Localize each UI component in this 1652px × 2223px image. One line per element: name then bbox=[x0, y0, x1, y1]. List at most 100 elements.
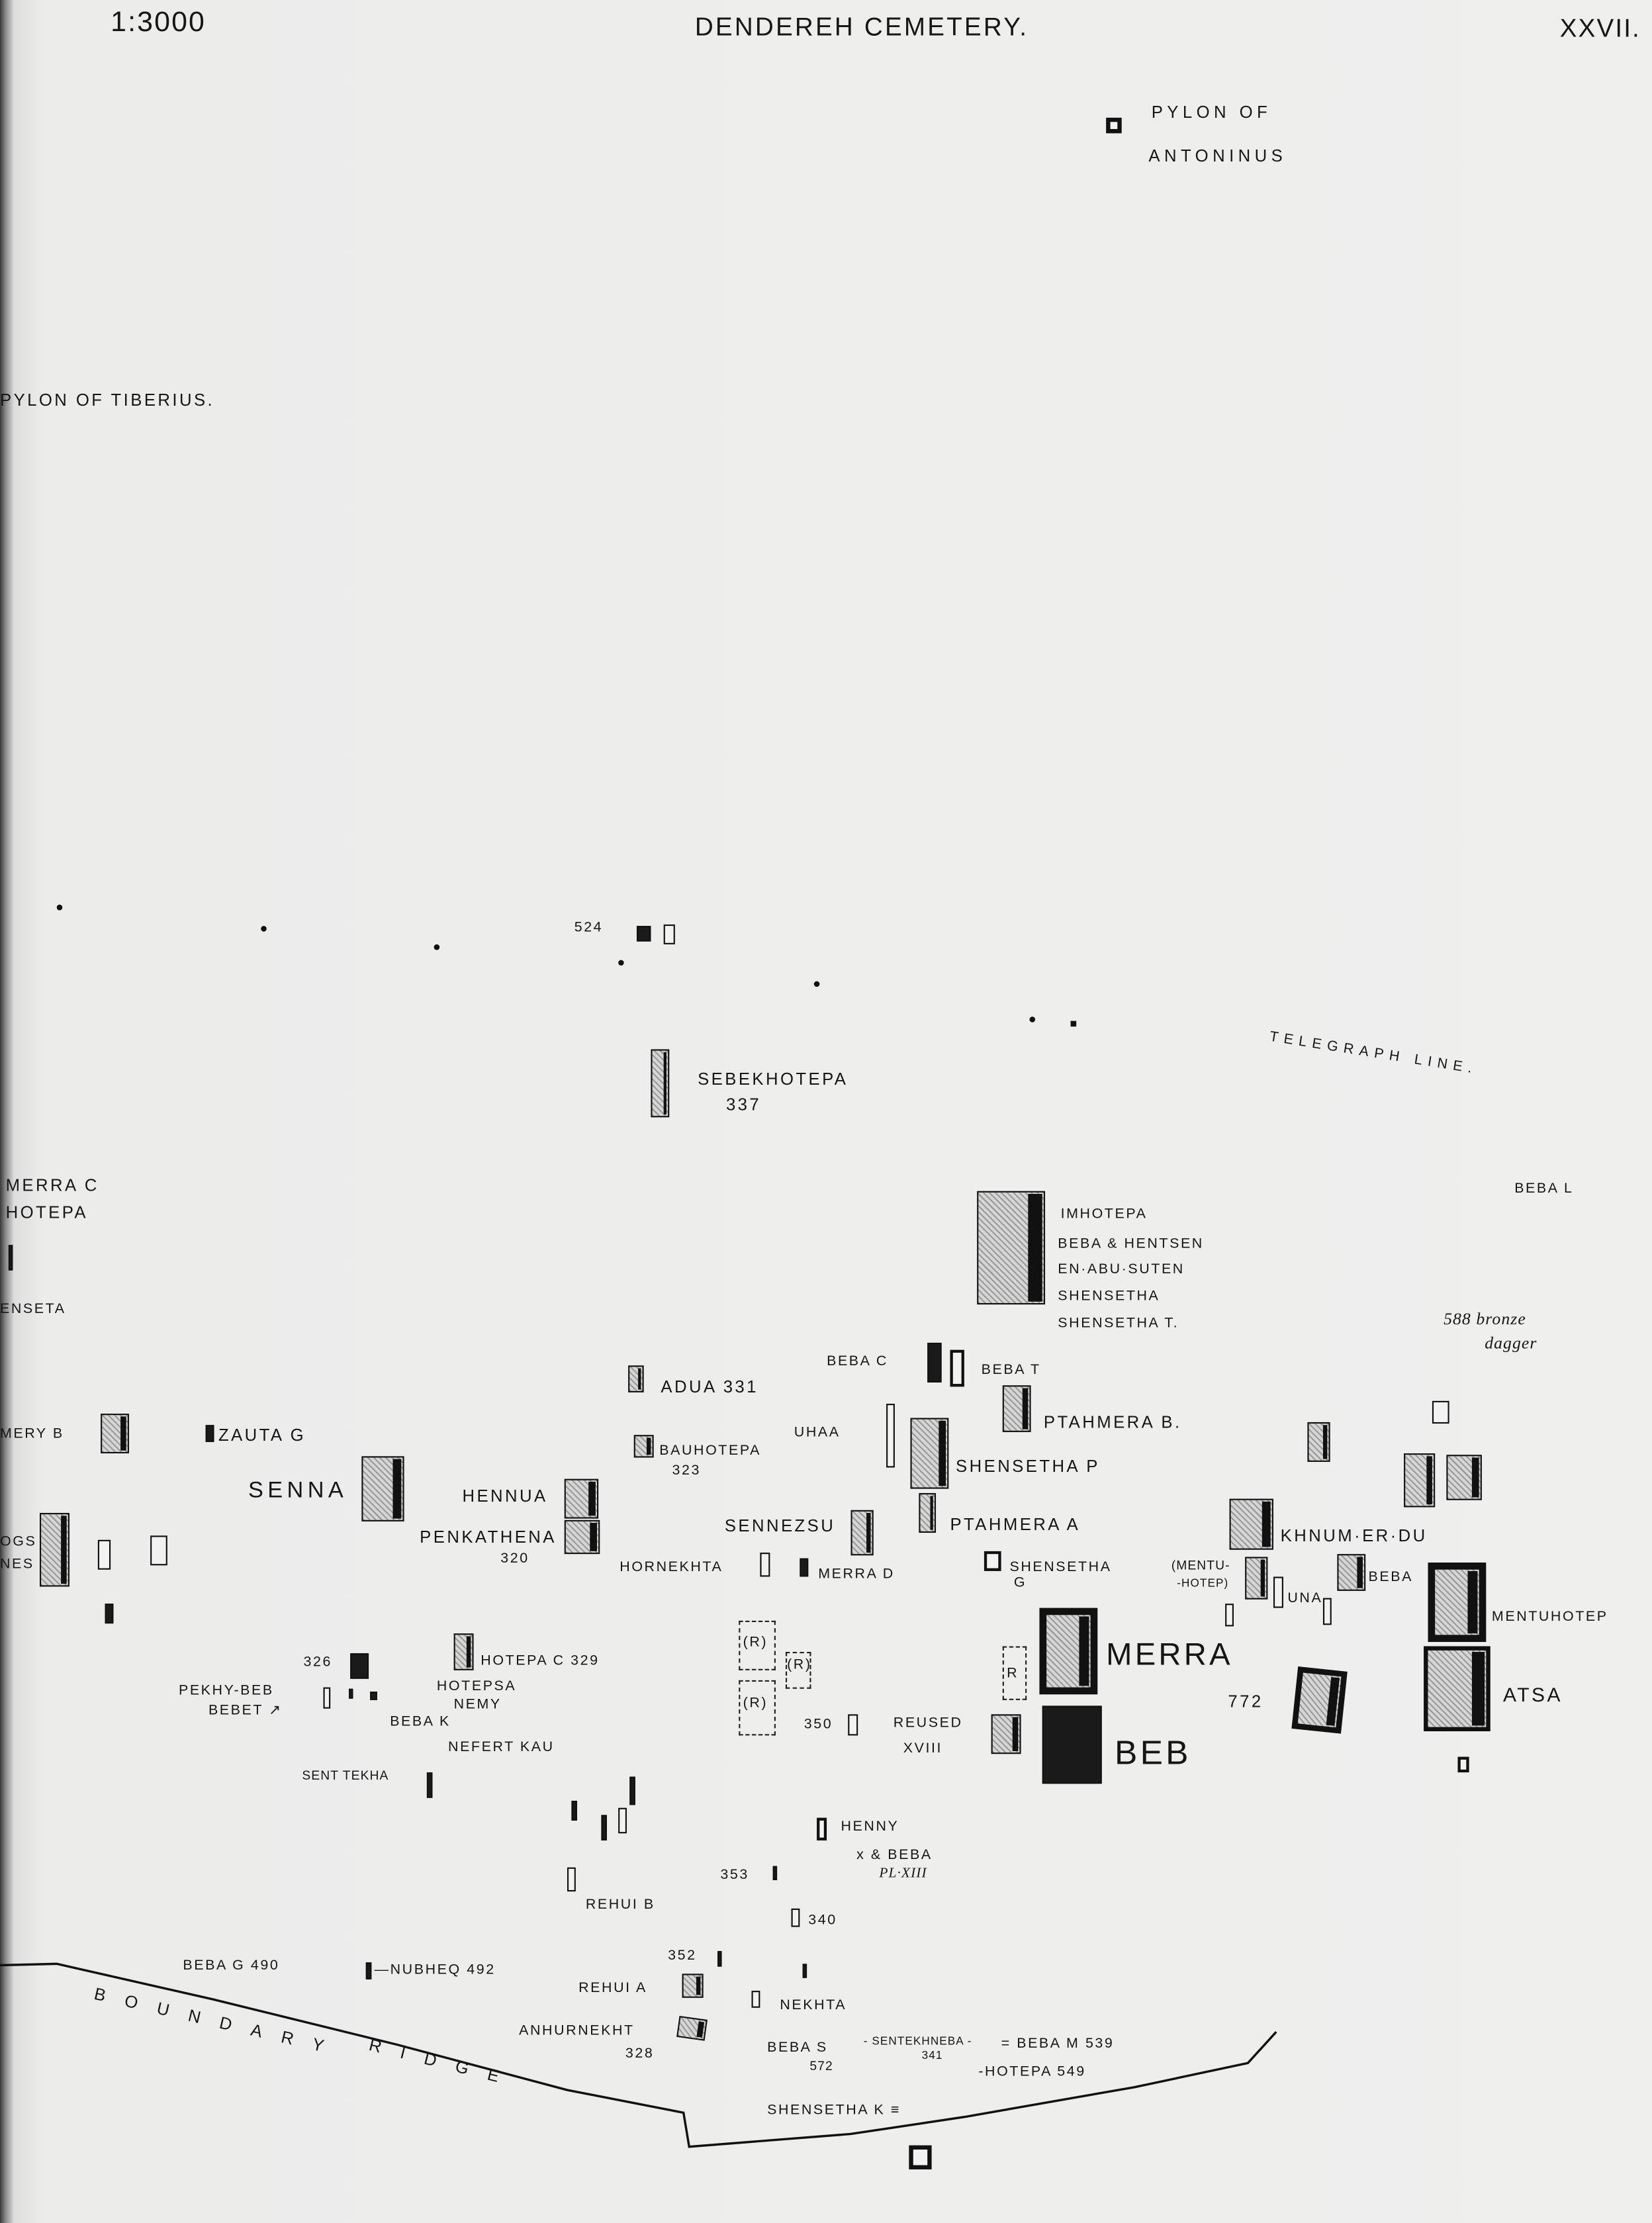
label: MERRA D bbox=[818, 1566, 895, 1583]
label: 328 bbox=[625, 2046, 655, 2062]
label: BEBA S bbox=[767, 2040, 828, 2056]
label: SHENSETHA P bbox=[956, 1456, 1100, 1476]
tomb bbox=[1273, 1576, 1283, 1608]
tomb bbox=[919, 1493, 937, 1533]
label: PYLON OF TIBERIUS. bbox=[0, 390, 215, 410]
label: BEBA L bbox=[1514, 1181, 1574, 1197]
label: 572 bbox=[809, 2058, 833, 2073]
tomb-mentuhotep bbox=[1428, 1563, 1487, 1643]
tomb bbox=[39, 1513, 69, 1587]
tomb bbox=[1322, 1598, 1332, 1625]
label: SHENSETHA bbox=[1009, 1559, 1112, 1576]
tomb bbox=[910, 1418, 949, 1489]
tomb bbox=[97, 1539, 111, 1570]
tomb-atsa bbox=[1424, 1646, 1491, 1731]
label: REHUI B bbox=[585, 1897, 655, 1913]
label: 326 bbox=[303, 1655, 332, 1670]
tomb-merra bbox=[1039, 1608, 1098, 1695]
label: 337 bbox=[725, 1095, 762, 1115]
label: 588 bronze bbox=[1444, 1308, 1526, 1329]
label: 524 bbox=[574, 920, 604, 936]
tomb bbox=[802, 1964, 807, 1978]
label: (R) bbox=[787, 1657, 812, 1674]
reused-site-marker bbox=[739, 1680, 776, 1736]
tomb-imhotepa bbox=[977, 1191, 1046, 1305]
label: HOTEPA C 329 bbox=[481, 1653, 600, 1669]
tomb bbox=[651, 1049, 670, 1118]
tomb bbox=[350, 1653, 369, 1679]
label: SHENSETHA T. bbox=[1058, 1316, 1179, 1332]
pylon-antoninus-marker bbox=[1106, 117, 1122, 134]
label: SENT TEKHA bbox=[302, 1768, 389, 1783]
point-marker bbox=[813, 981, 820, 987]
label: XVIII bbox=[903, 1741, 943, 1757]
label: PTAHMERA B. bbox=[1043, 1412, 1182, 1432]
label: 350 bbox=[803, 1717, 833, 1733]
label: ADUA 331 bbox=[661, 1377, 758, 1397]
tomb bbox=[629, 1776, 635, 1805]
label: BEBA G 490 bbox=[183, 1958, 280, 1974]
tomb bbox=[1446, 1455, 1482, 1500]
label: 320 bbox=[500, 1551, 529, 1567]
tomb bbox=[8, 1245, 13, 1271]
label: = BEBA M 539 bbox=[1001, 2036, 1115, 2052]
label: BEBET ↗ bbox=[208, 1703, 283, 1719]
tomb bbox=[663, 924, 675, 944]
tomb bbox=[101, 1414, 129, 1454]
label: IMHOTEPA bbox=[1060, 1206, 1148, 1222]
label: EN·ABU·SUTEN bbox=[1058, 1261, 1185, 1278]
label: PL·XIII bbox=[879, 1866, 927, 1882]
tomb bbox=[1245, 1557, 1268, 1600]
tomb-beb bbox=[1042, 1705, 1102, 1784]
label: NES bbox=[0, 1557, 34, 1573]
label: BEB bbox=[1115, 1734, 1191, 1773]
tomb bbox=[909, 2145, 932, 2170]
point-marker bbox=[56, 904, 63, 911]
reused-site-marker bbox=[1002, 1646, 1027, 1700]
point-marker bbox=[1029, 1017, 1036, 1022]
tomb bbox=[205, 1425, 214, 1442]
tomb bbox=[886, 1404, 895, 1468]
label: 341 bbox=[921, 2048, 943, 2062]
plate-number: XXVII. bbox=[1559, 14, 1641, 43]
label: -HOTEP) bbox=[1177, 1576, 1229, 1590]
point-marker bbox=[1070, 1021, 1077, 1027]
label: ENSETA bbox=[0, 1301, 66, 1318]
label: HOTEPA bbox=[5, 1202, 88, 1222]
label: HORNEKHTA bbox=[620, 1559, 723, 1576]
tomb bbox=[567, 1867, 576, 1892]
reused-site-marker bbox=[785, 1652, 811, 1689]
label: BEBA bbox=[1368, 1569, 1413, 1586]
tomb bbox=[365, 1962, 372, 1979]
tomb bbox=[1291, 1666, 1348, 1734]
page-title: DENDEREH CEMETERY. bbox=[694, 13, 1029, 42]
label: REUSED bbox=[893, 1715, 963, 1731]
tomb bbox=[817, 1817, 827, 1840]
tomb bbox=[927, 1342, 942, 1383]
label: BAUHOTEPA bbox=[659, 1443, 761, 1459]
scale-label: 1:3000 bbox=[111, 7, 206, 38]
tomb bbox=[1457, 1756, 1469, 1773]
label: R bbox=[1007, 1666, 1019, 1682]
label: PTAHMERA A bbox=[950, 1514, 1081, 1535]
label: UNA bbox=[1287, 1590, 1323, 1607]
tomb bbox=[791, 1908, 800, 1927]
tomb bbox=[370, 1692, 377, 1700]
tomb bbox=[1002, 1385, 1031, 1432]
tomb bbox=[850, 1510, 874, 1556]
label: —NUBHEQ 492 bbox=[374, 1962, 496, 1978]
tomb bbox=[682, 1973, 704, 1998]
label: SHENSETHA K ≡ bbox=[767, 2103, 901, 2118]
label: HENNUA bbox=[462, 1486, 548, 1506]
label: HOTEPSA bbox=[436, 1678, 517, 1695]
tomb bbox=[564, 1478, 599, 1519]
label: SEBEKHOTEPA bbox=[698, 1069, 849, 1089]
label: SENNA bbox=[248, 1478, 348, 1504]
label: SENNEZSU bbox=[724, 1516, 836, 1536]
tomb bbox=[105, 1604, 114, 1624]
label: BEBA C bbox=[827, 1354, 888, 1370]
label: (MENTU- bbox=[1171, 1558, 1230, 1573]
label: KHNUM·ER·DU bbox=[1280, 1525, 1428, 1546]
label: ATSA bbox=[1503, 1683, 1563, 1706]
